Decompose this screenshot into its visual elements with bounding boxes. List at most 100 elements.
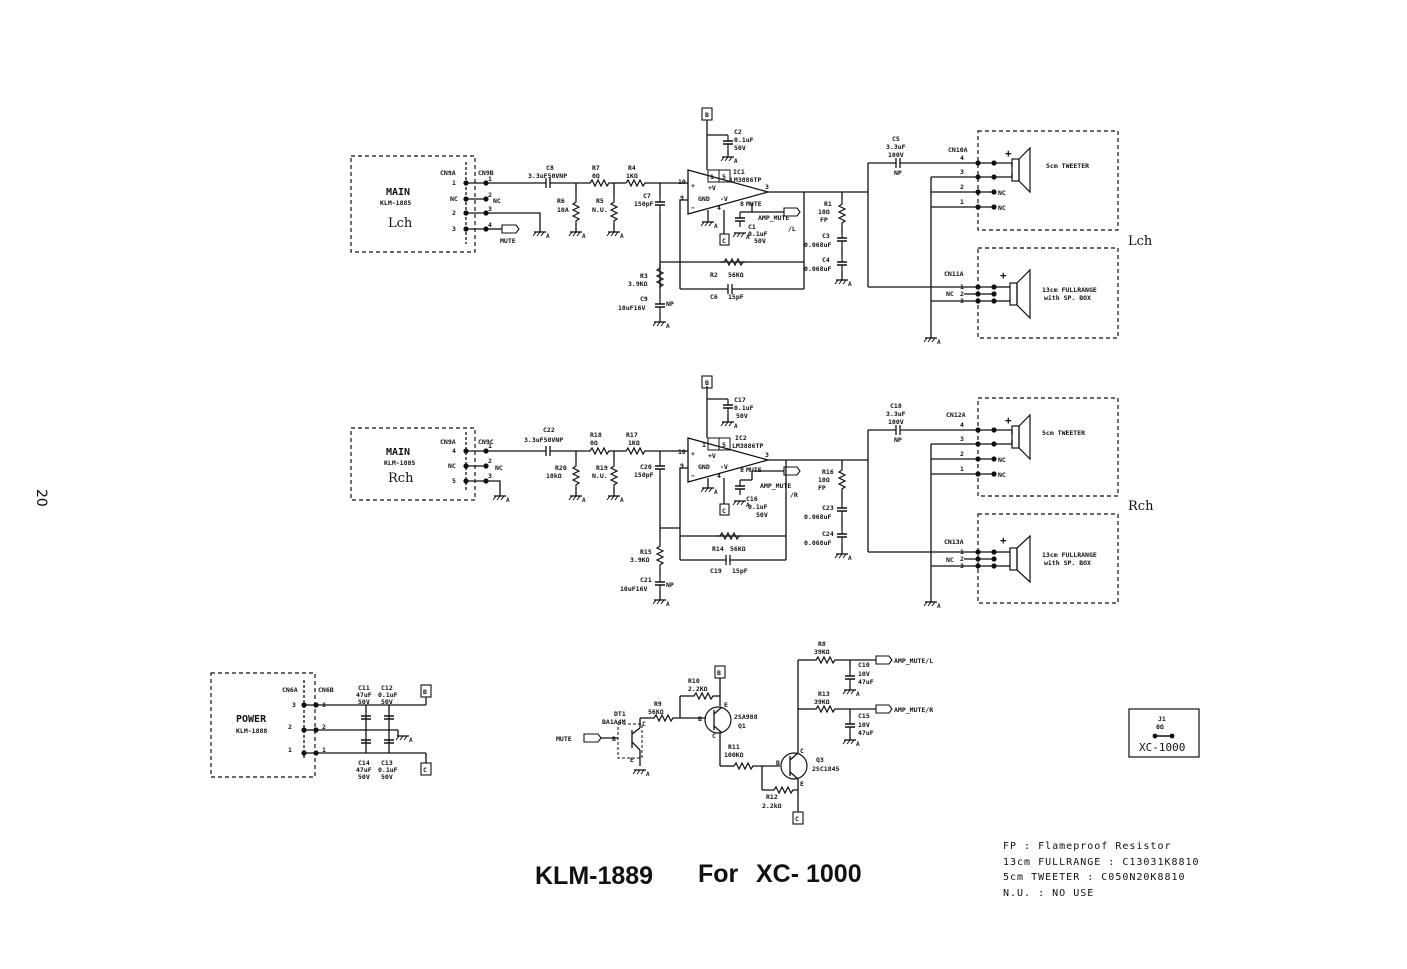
r-b-val: 1KΩ	[628, 439, 640, 447]
r8-val: 39KΩ	[814, 648, 830, 656]
c-z1-ref: C23	[822, 504, 834, 512]
svg-text:5: 5	[722, 173, 726, 181]
svg-text:B: B	[776, 759, 780, 767]
mute-tag-c: C	[795, 815, 799, 823]
cn-tw-label: CN10A	[948, 146, 968, 154]
r10-val: 2.2KΩ	[688, 685, 708, 693]
c-fb-ref: C19	[710, 567, 722, 575]
channel-rch: MAIN KLM-1885 Rch CN9A CN9C 4 NC 5 1 2 N…	[350, 375, 1154, 611]
r13-val: 39KΩ	[814, 698, 830, 706]
cn-tw-label: CN12A	[946, 411, 966, 419]
c-tw-v2: 100V	[888, 151, 904, 159]
svg-text:5: 5	[722, 441, 726, 449]
power-conn-b: CN6B	[318, 686, 334, 694]
svg-text:2: 2	[960, 183, 964, 191]
tweeter-label: 5cm TWEETER	[1042, 429, 1085, 437]
r-gnd-val: 3.9KΩ	[630, 556, 650, 564]
main-input-box	[350, 155, 476, 253]
svg-text:E: E	[800, 780, 804, 788]
svg-text:4: 4	[960, 154, 964, 162]
title-model: XC- 1000	[756, 860, 862, 888]
c-z1-ref: C3	[822, 232, 830, 240]
r-out-ref: R16	[822, 468, 834, 476]
c-in-val: 3.3uF50VNP	[528, 172, 567, 180]
r-sh2-val: N.U.	[592, 472, 608, 480]
c11-v1: 47uF	[356, 691, 372, 699]
c-sup-v2: 50V	[736, 412, 748, 420]
side-label: Rch	[1128, 499, 1154, 514]
svg-text:4: 4	[717, 472, 721, 480]
svg-text:3: 3	[765, 183, 769, 191]
mute-in-label: MUTE	[556, 735, 572, 743]
power-pin-3: 3	[292, 701, 296, 709]
c13-ref: C13	[381, 759, 393, 767]
c-tw-v1: 3.3uF	[886, 410, 906, 418]
r-sh1-ref: R20	[555, 464, 567, 472]
out-l-label: AMP_MUTE/L	[894, 657, 933, 665]
c-in-ref: C8	[546, 164, 554, 172]
r-fb-val: 56KΩ	[728, 271, 744, 279]
jumper-ref: J1	[1158, 715, 1166, 723]
ic-gnd: GND	[698, 463, 710, 471]
input-pins	[463, 162, 489, 244]
c-mute-v2: 50V	[756, 511, 768, 519]
ic-vm: -V	[720, 195, 728, 203]
nc-tw-1: NC	[998, 456, 1006, 464]
c-sup-ref: C17	[734, 396, 746, 404]
r-a-val: 0Ω	[592, 172, 600, 180]
c-mute-v1: 0.1uF	[748, 503, 768, 511]
svg-text:10: 10	[678, 178, 686, 186]
cn-fr-label: CN11A	[944, 270, 964, 278]
input-box-title: MAIN	[386, 187, 410, 198]
c-sup-v1: 0.1uF	[734, 404, 754, 412]
c13-v2: 50V	[381, 773, 393, 781]
svg-text:1: 1	[960, 465, 964, 473]
fullrange-label-2: with SP. BOX	[1044, 294, 1091, 302]
r-gnd-ref: R3	[640, 272, 648, 280]
c14-v1: 47uF	[356, 766, 372, 774]
pin-l-2: NC	[450, 195, 458, 203]
ic-part: LM3886TP	[732, 442, 763, 450]
supply-tag-b: B	[705, 379, 709, 387]
r8-ref: R8	[818, 640, 826, 648]
nc-label: NC	[493, 197, 501, 205]
pin-r-3: 3	[488, 472, 492, 480]
c-mute-v2: 50V	[754, 237, 766, 245]
svg-text:3: 3	[960, 562, 964, 570]
c-fb-ref: C6	[710, 293, 718, 301]
pin-l-1: 4	[452, 447, 456, 455]
c-gnd-val: 10uF16V	[620, 585, 647, 593]
pin-l-3: 5	[452, 477, 456, 485]
plus-tw: +	[1005, 147, 1012, 160]
plus-fr: +	[1000, 269, 1007, 282]
input-box-sub: KLM-1885	[384, 459, 415, 467]
svg-text:3: 3	[765, 451, 769, 459]
power-conn-a: CN6A	[282, 686, 298, 694]
c-gnd-val: 10uF16V	[618, 304, 645, 312]
c-sh-val: 150pF	[634, 471, 654, 479]
board-title: KLM-1889	[535, 862, 653, 890]
c-gnd-np: NP	[666, 300, 674, 308]
c-mute-ref: C16	[746, 495, 758, 503]
c10-v1: 10V	[858, 670, 870, 678]
ic-mute: MUTE	[746, 466, 762, 474]
r-gnd-ref: R15	[640, 548, 652, 556]
power-tag-b: B	[423, 688, 427, 696]
r-fb-ref: R2	[710, 271, 718, 279]
r-b-val: 1KΩ	[626, 172, 638, 180]
amp-mute-side: /R	[790, 491, 798, 499]
svg-text:C: C	[642, 720, 646, 728]
power-section: POWER KLM-1888 CN6A CN6B 3 2 1 321 B C C…	[210, 672, 432, 781]
ic-mute: MUTE	[746, 200, 762, 208]
amp-mute-label: AMP_MUTE	[758, 214, 789, 222]
ic-vm: -V	[720, 463, 728, 471]
q1-part: 2SA988	[734, 713, 758, 721]
amp-mute-side: /L	[788, 225, 796, 233]
r-out-fp: FP	[818, 484, 826, 492]
q1-ref: Q1	[738, 722, 746, 730]
svg-text:2: 2	[960, 555, 964, 563]
cn-fr-label: CN13A	[944, 538, 964, 546]
r12-val: 2.2kΩ	[762, 802, 782, 810]
c-tw-np: NP	[894, 436, 902, 444]
r10-ref: R10	[688, 677, 700, 685]
